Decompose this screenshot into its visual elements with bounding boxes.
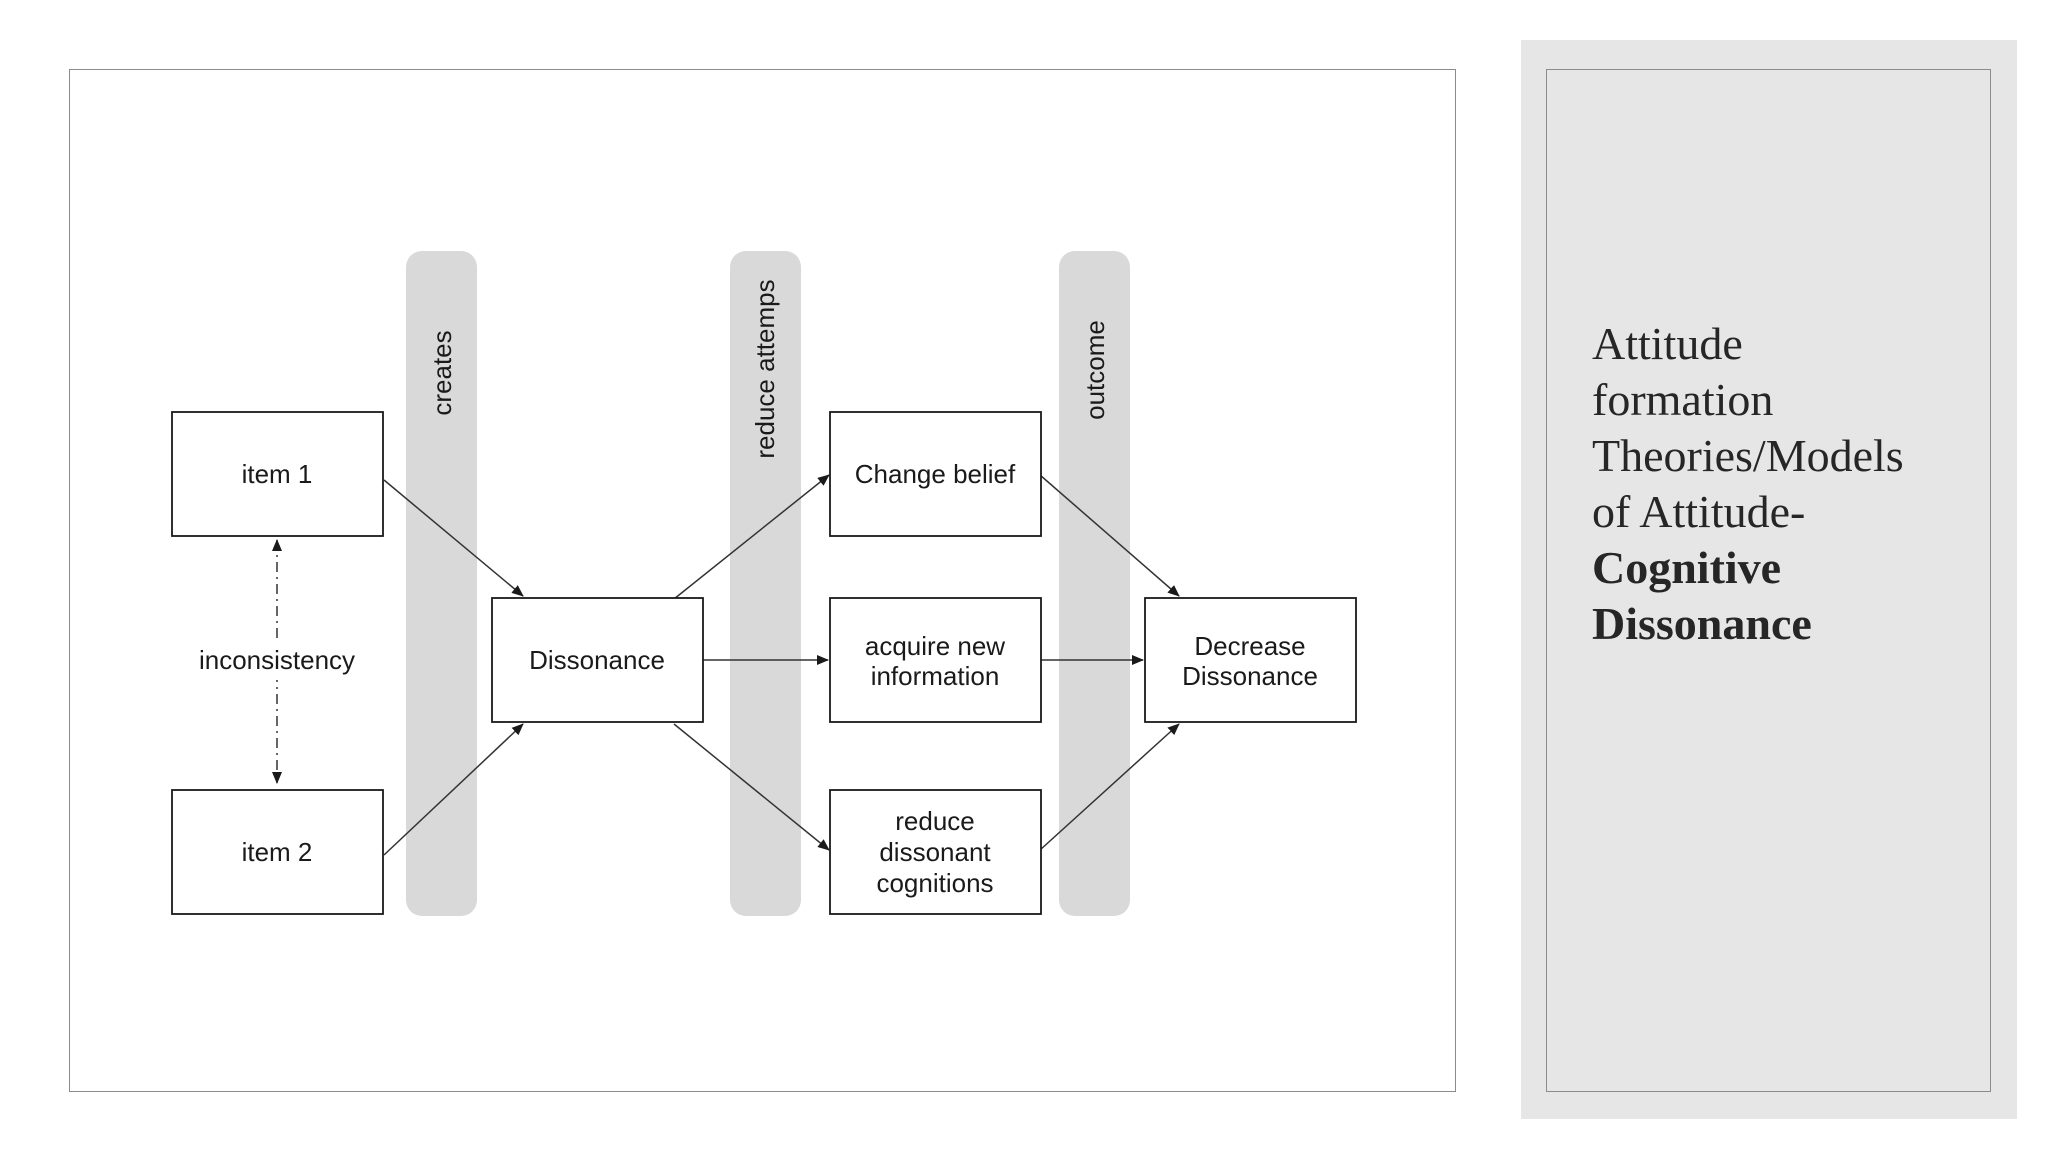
item2-label: item 2 [242, 837, 313, 867]
dissonance-box [491, 597, 704, 723]
title-bold-line-1: Cognitive [1592, 542, 1782, 593]
dissonance-label: Dissonance [529, 645, 665, 675]
decrease-dissonance-line2: Dissonance [1182, 661, 1318, 691]
inconsistency-label: inconsistency [199, 645, 355, 675]
reduce-cognitions-line2: dissonant [879, 837, 991, 867]
side-panel [1521, 40, 2017, 1119]
reduce-cognitions-line3: cognitions [876, 868, 993, 898]
title-line-3: Theories/Models [1592, 430, 1904, 481]
reduce-cognitions-line1: reduce [895, 806, 975, 836]
title-line-2: formation [1592, 374, 1774, 425]
item1-box [171, 411, 384, 537]
title-line-1: Attitude [1592, 318, 1743, 369]
acquire-info-box [829, 597, 1042, 723]
inconsistency-label-bg [182, 640, 372, 680]
change-belief-label: Change belief [855, 459, 1016, 489]
acquire-info-line2: information [871, 661, 1000, 691]
slide-title: Attitude formation Theories/Models of At… [1592, 316, 1992, 652]
reduce-attempts-band [730, 251, 801, 916]
creates-label: creates [427, 330, 457, 415]
reduce-attempts-label: reduce attemps [750, 279, 780, 458]
arrow-dissonance-to-reduce [673, 723, 830, 851]
side-panel-frame [1546, 69, 1991, 1092]
change-belief-box [829, 411, 1042, 537]
outcome-band [1059, 251, 1130, 916]
arrow-item1-to-dissonance [383, 479, 524, 597]
item1-label: item 1 [242, 459, 313, 489]
item2-box [171, 789, 384, 915]
decrease-dissonance-box [1144, 597, 1357, 723]
title-line-4: of Attitude- [1592, 486, 1806, 537]
dissonance-diagram: creates reduce attemps outcome item 1 [171, 251, 1357, 916]
title-bold-line-2: Dissonance [1592, 598, 1812, 649]
decrease-dissonance-line1: Decrease [1194, 631, 1305, 661]
diagram-frame: creates reduce attemps outcome item 1 [69, 69, 1456, 1092]
outcome-label: outcome [1080, 320, 1110, 420]
acquire-info-line1: acquire new [865, 631, 1005, 661]
creates-band [406, 251, 477, 916]
arrow-item2-to-dissonance [383, 723, 524, 856]
arrow-change-to-decrease [1039, 474, 1180, 597]
arrow-dissonance-to-change [673, 474, 830, 600]
arrow-reduce-to-decrease [1039, 723, 1180, 851]
reduce-cognitions-box [829, 789, 1042, 915]
